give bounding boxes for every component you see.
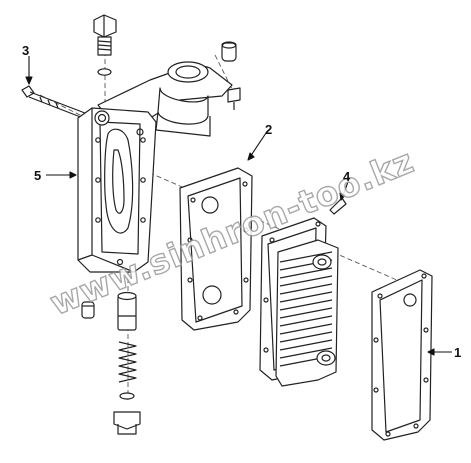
regulator-valve-stack xyxy=(113,291,141,435)
callout-5: 5 xyxy=(34,168,42,183)
callout-3: 3 xyxy=(22,43,30,58)
callout-4: 4 xyxy=(343,169,351,184)
oil-cooler-core xyxy=(275,239,339,387)
oil-cooler-housing xyxy=(77,107,157,273)
callout-1: 1 xyxy=(454,345,462,360)
housing-gasket xyxy=(179,167,253,331)
outer-gasket xyxy=(371,269,433,441)
top-bolt xyxy=(93,14,117,76)
callout-2: 2 xyxy=(265,122,273,137)
callout-leaders xyxy=(25,56,452,356)
drain-plug xyxy=(81,301,95,319)
